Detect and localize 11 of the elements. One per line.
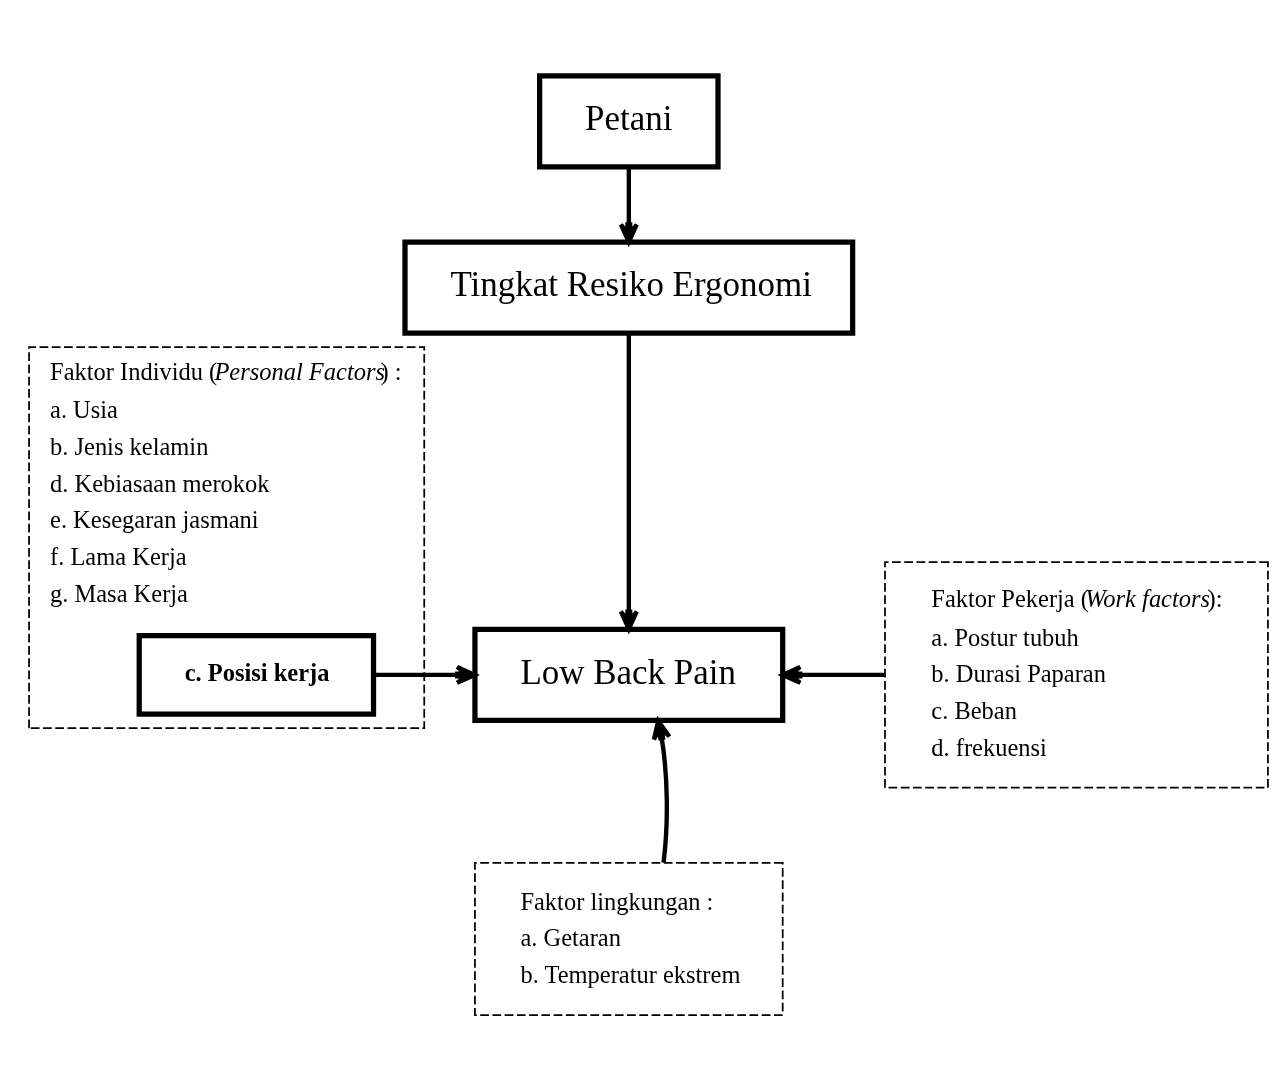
arrow	[618, 167, 639, 245]
arrow	[651, 718, 672, 863]
node-box: Low Back Pain	[472, 626, 786, 723]
node-box: Faktor Pekerja (Work factors): a. Postur tubuh b. Durasi Paparan c. Beban d. frekuensi	[884, 561, 1269, 789]
arrow	[618, 333, 639, 632]
node-box: Petani	[537, 73, 721, 170]
node-box: Faktor lingkungan : a. Getaran b. Temperatur ekstrem	[474, 862, 784, 1016]
node-box: Tingkat Resiko Ergonomi	[402, 239, 856, 336]
node-box: c. Posisi kerja	[136, 632, 377, 717]
arrow	[374, 664, 477, 685]
arrow	[780, 664, 885, 685]
